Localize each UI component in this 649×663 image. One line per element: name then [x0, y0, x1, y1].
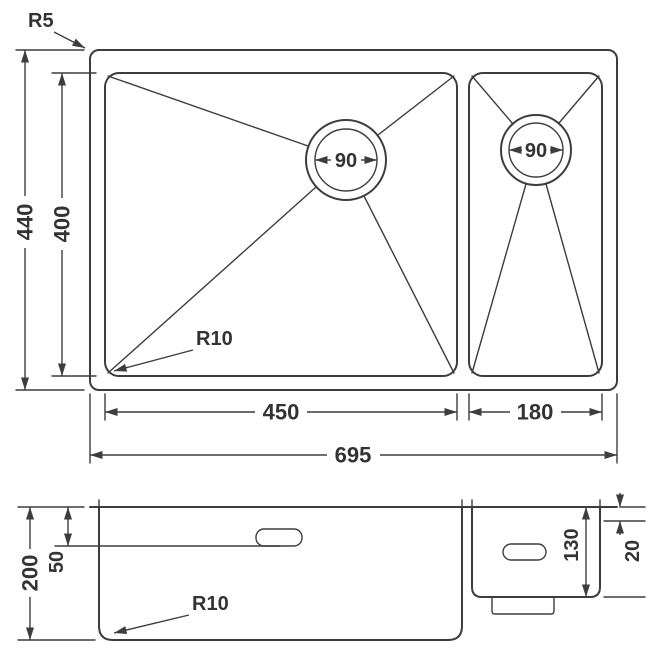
side-view: 200 50 R10 130 20 [17, 493, 646, 641]
dim-label-main-bowl-width: 450 [263, 400, 300, 425]
dim-label-outer-corner-radius: R5 [28, 10, 54, 32]
dim-label-rim-offset: 20 [622, 540, 644, 562]
second-bowl-diagonal-br [545, 183, 600, 374]
second-bowl-diagonal-tr [558, 75, 600, 124]
dim-label-second-bowl-width: 180 [517, 400, 554, 425]
main-bowl-diagonal-tl [107, 75, 309, 147]
dim-overall-height: 440 [13, 49, 85, 391]
second-drain-outer-circle [500, 114, 572, 186]
dim-label-bowl-height: 400 [50, 206, 75, 243]
second-bowl-profile [471, 506, 601, 598]
dim-label-overall-height: 440 [13, 204, 38, 241]
dim-label-main-drain-diameter: 90 [335, 150, 357, 172]
second-bowl-drain-fitting [491, 596, 555, 615]
dim-second-bowl-width: 180 [468, 393, 603, 425]
dim-overall-depth: 200 [17, 506, 96, 641]
dim-rim-offset: 20 [603, 493, 646, 562]
dim-label-overall-width: 695 [335, 443, 372, 468]
outer-radius-leader-line [53, 31, 86, 49]
main-bowl-outline [104, 72, 458, 377]
main-bowl-diagonal-bl [107, 186, 317, 374]
dim-overflow-offset: 50 [46, 507, 281, 573]
main-bowl-diagonal-br [363, 195, 455, 374]
dim-label-bottom-corner-radius: R10 [192, 593, 229, 615]
dim-bowl-height: 400 [50, 72, 97, 377]
sink-outer-outline [89, 49, 618, 391]
main-bowl-profile [98, 506, 463, 641]
dim-label-second-drain-diameter: 90 [525, 140, 547, 162]
second-bowl-overflow-slot [502, 543, 547, 561]
main-bowl-diagonal-tr [377, 75, 455, 136]
dim-label-second-bowl-depth: 130 [561, 528, 583, 561]
second-bowl-outline [468, 72, 603, 377]
dim-label-overall-depth: 200 [18, 555, 43, 592]
top-view: 90 90 R5 440 400 [13, 10, 618, 468]
dim-label-inner-corner-radius: R10 [196, 328, 233, 350]
second-bowl-diagonal-bl [471, 183, 527, 374]
inner-radius-leader-line [113, 349, 194, 372]
main-drain-outer-circle [305, 119, 387, 201]
second-bowl-diagonal-tl [471, 75, 514, 125]
dim-main-bowl-width: 450 [104, 393, 458, 425]
dim-second-bowl-depth: 130 [561, 507, 646, 598]
bottom-radius-leader-line [113, 614, 190, 634]
dim-label-overflow-offset: 50 [46, 551, 68, 573]
dim-overall-width: 695 [89, 393, 618, 468]
